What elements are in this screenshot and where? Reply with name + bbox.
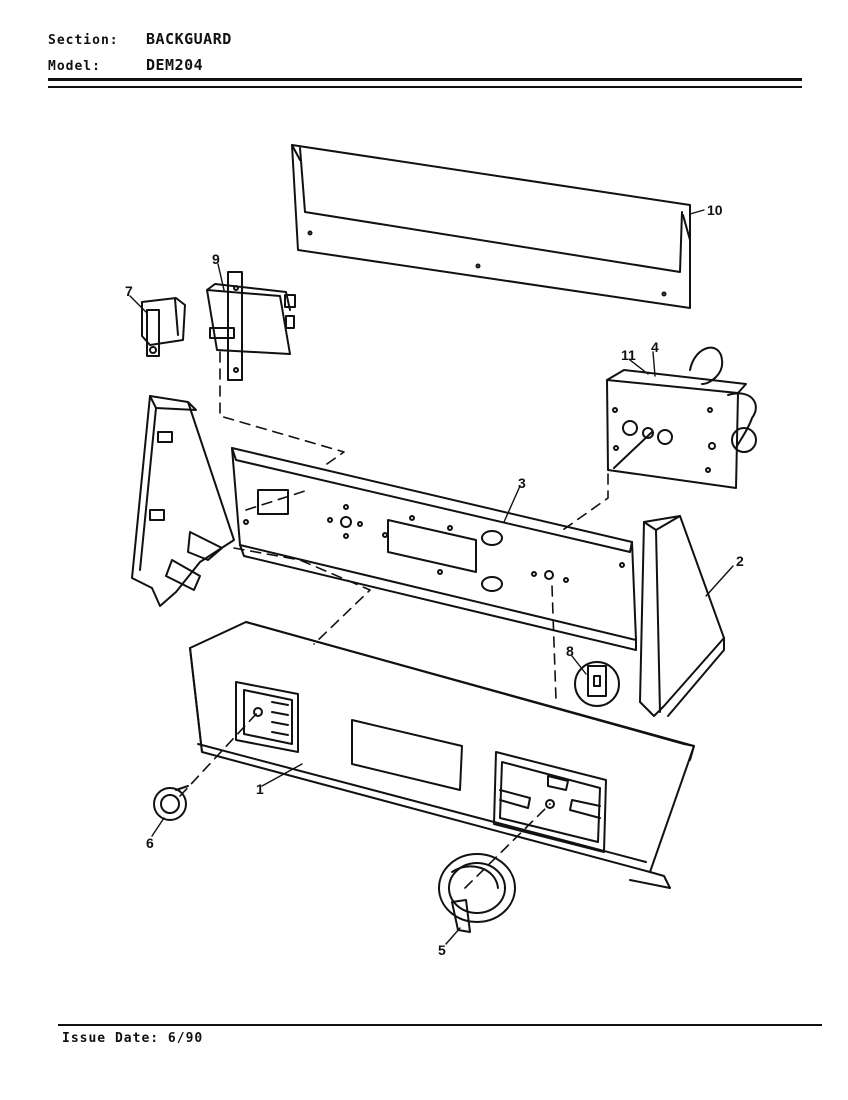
callout-11: 11 (621, 347, 636, 363)
part-6-knob (153, 785, 189, 821)
assembly-dashed-lines (179, 351, 609, 889)
callout-3: 3 (518, 475, 526, 491)
callout-7: 7 (125, 283, 133, 299)
model-label: Model: (48, 59, 101, 74)
header-rule-top (48, 78, 802, 81)
part-8-clip (574, 661, 620, 707)
header-rule-bottom (48, 86, 802, 88)
callout-5: 5 (438, 942, 446, 958)
section-label: Section: (48, 33, 119, 48)
left-end-cap (131, 395, 235, 607)
footer-rule (58, 1024, 822, 1026)
model-header: Model: DEM204 (48, 56, 203, 74)
callout-4: 4 (651, 339, 659, 355)
part-9-switch (206, 271, 296, 381)
callout-9: 9 (212, 251, 220, 267)
section-header: Section: BACKGUARD (48, 30, 232, 48)
part-2-right-end-cap (639, 515, 725, 717)
part-1-control-panel (189, 621, 695, 889)
callout-8: 8 (566, 643, 574, 659)
part-7-relay (141, 297, 186, 357)
leader-lines (129, 209, 734, 945)
part-5-large-knob (438, 853, 516, 933)
model-value: DEM204 (146, 56, 204, 74)
part-3-control-bracket (231, 447, 637, 651)
callout-10: 10 (707, 202, 723, 218)
section-value: BACKGUARD (146, 30, 232, 48)
callout-numbers: 1 2 3 4 5 6 7 8 9 10 11 (125, 202, 744, 958)
issue-date: Issue Date: 6/90 (62, 1031, 204, 1046)
part-4-timer (606, 346, 757, 489)
callout-1: 1 (256, 781, 264, 797)
callout-6: 6 (146, 835, 154, 851)
callout-2: 2 (736, 553, 744, 569)
part-10-top-trim (291, 144, 691, 309)
